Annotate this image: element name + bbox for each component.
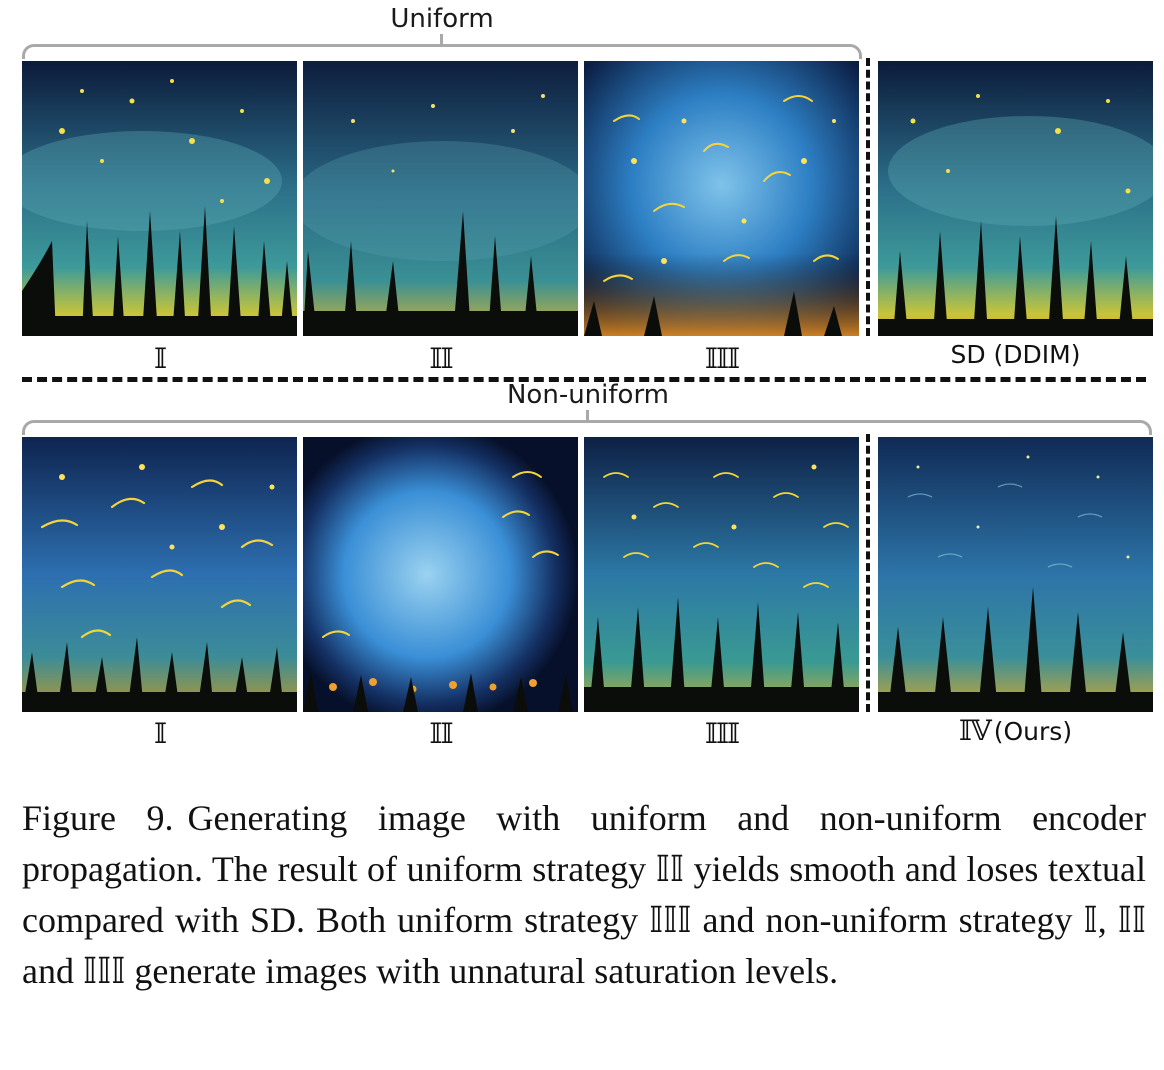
uniform-brace [22, 44, 862, 59]
figure-label: Figure 9. [22, 798, 174, 838]
horizontal-divider [22, 377, 1146, 382]
label-uniform-1: 𝕀 [153, 342, 167, 375]
vertical-divider-bottom [866, 434, 870, 712]
label-roman-iv: 𝕀𝕍 [958, 714, 992, 747]
label-uniform-2: 𝕀𝕀 [429, 342, 453, 375]
panel-non-uniform-3 [584, 437, 859, 712]
label-non-uniform-3: 𝕀𝕀𝕀 [704, 717, 740, 750]
figure-caption: Figure 9.Generating image with uniform a… [22, 793, 1146, 997]
label-non-uniform-2: 𝕀𝕀 [429, 717, 453, 750]
panel-uniform-3 [584, 61, 859, 336]
caption-text: Generating image with uniform and non-un… [22, 798, 1146, 991]
label-sd-ddim: SD (DDIM) [950, 340, 1081, 369]
vertical-divider-top [866, 58, 870, 336]
uniform-group-label: Uniform [390, 4, 494, 34]
panel-uniform-1 [22, 61, 297, 336]
label-non-uniform-4-ours: 𝕀𝕍(Ours) [878, 716, 1153, 747]
panel-non-uniform-4-ours [878, 437, 1153, 712]
panel-uniform-sd-ddim [878, 61, 1153, 336]
panel-non-uniform-1 [22, 437, 297, 712]
label-non-uniform-1: 𝕀 [153, 717, 167, 750]
non-uniform-brace-tick [586, 410, 589, 422]
uniform-brace-tick [440, 34, 443, 46]
panel-uniform-2 [303, 61, 578, 336]
non-uniform-brace [22, 420, 1152, 435]
label-ours-suffix: (Ours) [993, 717, 1073, 746]
panel-non-uniform-2 [303, 437, 578, 712]
label-uniform-3: 𝕀𝕀𝕀 [704, 342, 740, 375]
non-uniform-group-label: Non-uniform [506, 380, 670, 410]
